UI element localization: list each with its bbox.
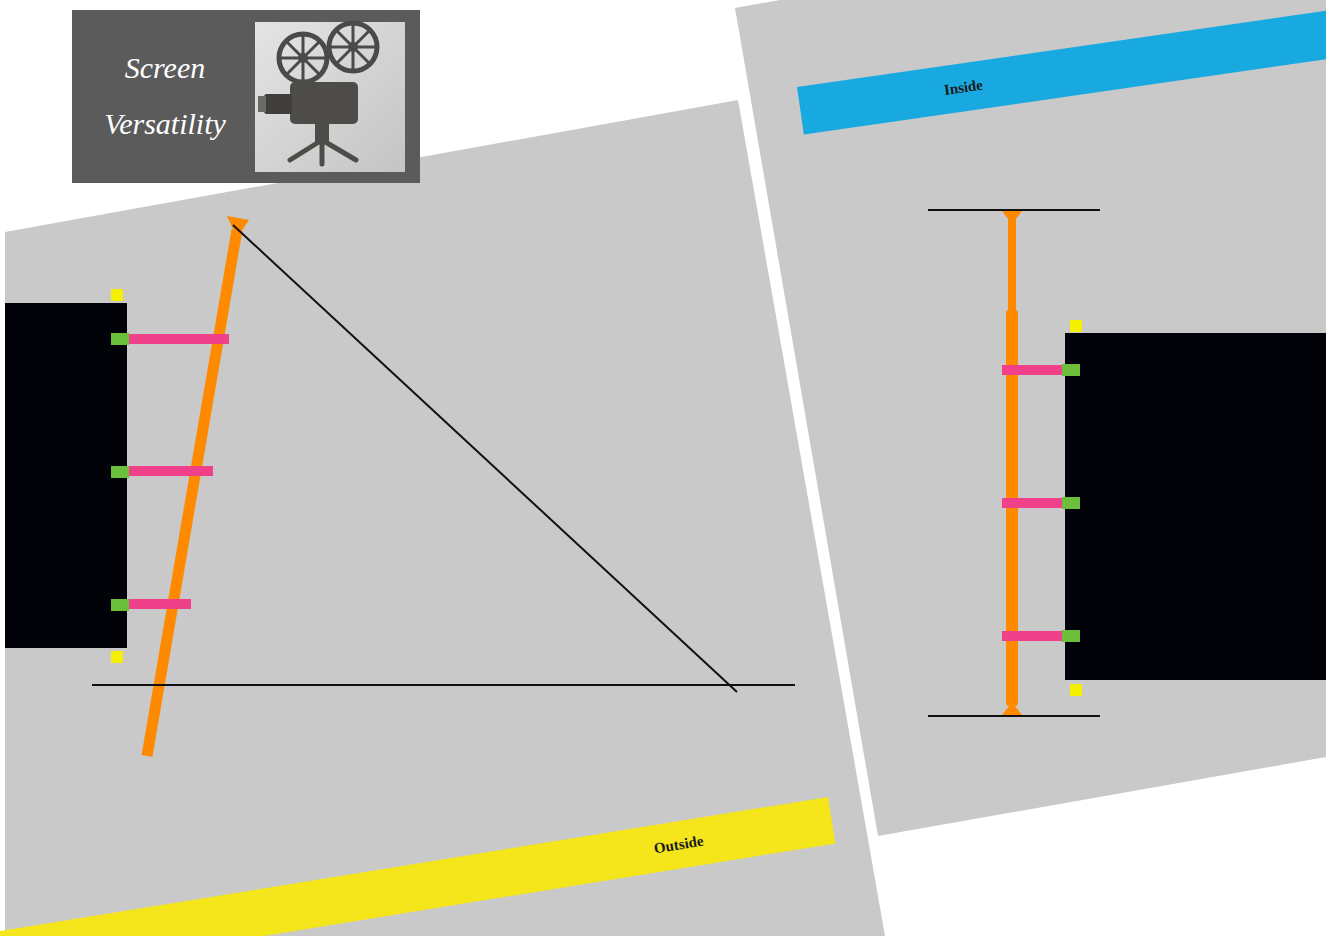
end-marker bbox=[111, 289, 123, 301]
end-marker bbox=[1070, 320, 1082, 332]
ceiling-line bbox=[928, 209, 1100, 211]
node-label: Outside bbox=[0, 797, 836, 936]
lens-front bbox=[258, 96, 266, 112]
node-label: Inside bbox=[797, 7, 1326, 134]
bracket-clip bbox=[1062, 497, 1080, 509]
projector-icon bbox=[258, 23, 377, 164]
title-box bbox=[72, 10, 420, 183]
bracket-arm bbox=[129, 599, 191, 609]
guy-line bbox=[233, 225, 737, 692]
bracket-clip bbox=[1062, 364, 1080, 376]
pole-cap bbox=[1002, 702, 1022, 715]
end-marker bbox=[1070, 684, 1082, 696]
screen-panel bbox=[1065, 333, 1326, 680]
bracket-arm bbox=[1002, 365, 1064, 375]
pole-tip bbox=[227, 216, 249, 238]
bracket-arm bbox=[1002, 498, 1064, 508]
bracket-clip bbox=[111, 599, 129, 611]
node-label: Screen Versatility bbox=[90, 40, 240, 152]
support-pole bbox=[147, 230, 237, 756]
projector-stand bbox=[290, 140, 356, 164]
inside-band: Inside bbox=[797, 7, 1326, 134]
bracket-clip bbox=[111, 333, 129, 345]
projector-lens bbox=[264, 94, 292, 114]
projector-body bbox=[290, 82, 358, 124]
bracket-arm bbox=[129, 466, 213, 476]
bracket-arm bbox=[129, 334, 229, 344]
film-reel bbox=[329, 23, 377, 71]
reel-spokes bbox=[281, 36, 325, 80]
bracket-clip bbox=[1062, 630, 1080, 642]
bracket-arm bbox=[1002, 631, 1064, 641]
bracket-clip bbox=[111, 466, 129, 478]
outside-band: Outside bbox=[0, 797, 836, 936]
screen-panel bbox=[5, 303, 127, 648]
projector-photo bbox=[255, 22, 405, 172]
floor-line bbox=[928, 715, 1100, 717]
pole-cap bbox=[1002, 211, 1022, 224]
title-box: Screen Versatility bbox=[72, 10, 420, 183]
end-marker bbox=[111, 651, 123, 663]
ground-line bbox=[92, 684, 795, 686]
film-reel bbox=[279, 34, 327, 82]
reel-spokes bbox=[331, 25, 375, 69]
pole-upper bbox=[1008, 214, 1016, 314]
